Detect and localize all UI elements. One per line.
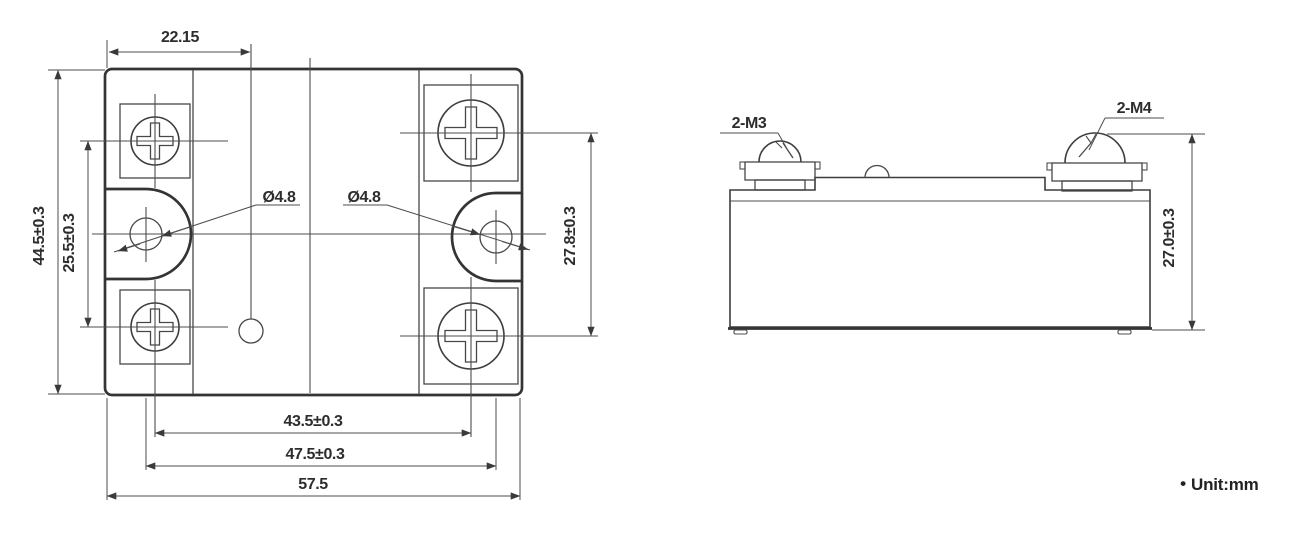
indicator-hole xyxy=(238,318,264,344)
screw-dome xyxy=(758,140,802,163)
dim-label-led-offset: 22.15 xyxy=(161,29,200,46)
callout-2-m3: 2-M3 xyxy=(720,115,787,148)
dim-side-overall-height: 27.0±0.3 xyxy=(1107,133,1205,331)
terminal-screw-bottom-left xyxy=(80,280,228,437)
dim-mount-hole-dia-right: Ø4.8 xyxy=(343,189,531,251)
phillips-cross-icon xyxy=(136,308,174,346)
terminal-screw-top-left xyxy=(80,94,228,188)
clamp-ear-right xyxy=(1141,162,1148,171)
label-2-m3: 2-M3 xyxy=(732,115,767,132)
leader-arrow xyxy=(117,243,141,252)
unit-note-bullet-icon: • xyxy=(1180,474,1186,493)
phillips-cross-icon xyxy=(444,106,498,160)
foot-left xyxy=(733,329,748,335)
phillips-cross-icon xyxy=(444,309,498,363)
dim-mount-hole-span: 47.5±0.3 xyxy=(145,398,497,470)
dim-label-overall-width: 57.5 xyxy=(298,476,328,493)
screw-dome xyxy=(1064,132,1126,164)
dim-input-terminal-pitch: 25.5±0.3 xyxy=(61,140,92,328)
leader-arrow xyxy=(451,225,481,236)
clamp-ear-right xyxy=(814,161,821,170)
washer-clamp xyxy=(1051,162,1143,182)
input-screw-assembly-m3 xyxy=(739,140,821,191)
dim-led-offset: 22.15 xyxy=(106,29,251,68)
dim-label-input-terminal-pitch: 25.5±0.3 xyxy=(61,213,78,272)
dim-label-hole-left: Ø4.8 xyxy=(262,189,296,206)
screw-slot-notch xyxy=(775,141,783,149)
led-bump xyxy=(864,164,890,178)
foot-right xyxy=(1117,329,1132,335)
right-mounting-notch xyxy=(450,191,522,283)
leader-line xyxy=(777,132,787,148)
body-outline-side-view xyxy=(729,176,1151,328)
dim-overall-height: 44.5±0.3 xyxy=(31,69,105,395)
clamp-ear-left xyxy=(1046,162,1053,171)
screw-slot xyxy=(1078,142,1092,158)
leader-arrow xyxy=(161,226,191,237)
dim-output-terminal-pitch: 27.8±0.3 xyxy=(562,132,595,337)
dim-label-terminal-column-span: 43.5±0.3 xyxy=(284,413,343,430)
dim-label-mount-hole-span: 47.5±0.3 xyxy=(286,446,345,463)
terminal-pedestal xyxy=(1061,180,1133,192)
dim-mount-hole-dia-left: Ø4.8 xyxy=(113,189,300,253)
unit-note: • Unit:mm xyxy=(1180,474,1259,494)
phillips-cross-icon xyxy=(136,122,174,160)
mounting-hole-right xyxy=(479,210,513,264)
washer-clamp xyxy=(744,161,816,181)
dim-label-side-overall-height: 27.0±0.3 xyxy=(1161,208,1178,267)
dim-label-output-terminal-pitch: 27.8±0.3 xyxy=(562,206,579,265)
callout-2-m4: 2-M4 xyxy=(1088,100,1164,151)
terminal-screw-bottom-right xyxy=(400,277,598,437)
terminal-screw-top-right xyxy=(400,74,598,192)
leader-line xyxy=(1088,117,1106,151)
left-mounting-notch xyxy=(105,187,193,281)
body-outline-top-view xyxy=(103,67,524,397)
dim-label-hole-right: Ø4.8 xyxy=(347,189,381,206)
side-view: 2-M3 2-M4 27.0±0.3 xyxy=(720,100,1205,335)
label-2-m4: 2-M4 xyxy=(1117,100,1152,117)
output-screw-assembly-m4 xyxy=(1046,132,1148,192)
dim-overall-width: 57.5 xyxy=(106,398,521,500)
leader-arrow xyxy=(501,241,529,251)
unit-note-text: Unit:mm xyxy=(1191,475,1259,494)
dim-terminal-column-span: 43.5±0.3 xyxy=(154,413,472,437)
clamp-ear-left xyxy=(739,161,746,170)
dim-label-overall-height: 44.5±0.3 xyxy=(31,206,48,265)
top-view: 22.15 44.5±0.3 25.5±0.3 27.8±0.3 Ø4.8 xyxy=(31,29,598,500)
terminal-pedestal xyxy=(754,179,806,191)
